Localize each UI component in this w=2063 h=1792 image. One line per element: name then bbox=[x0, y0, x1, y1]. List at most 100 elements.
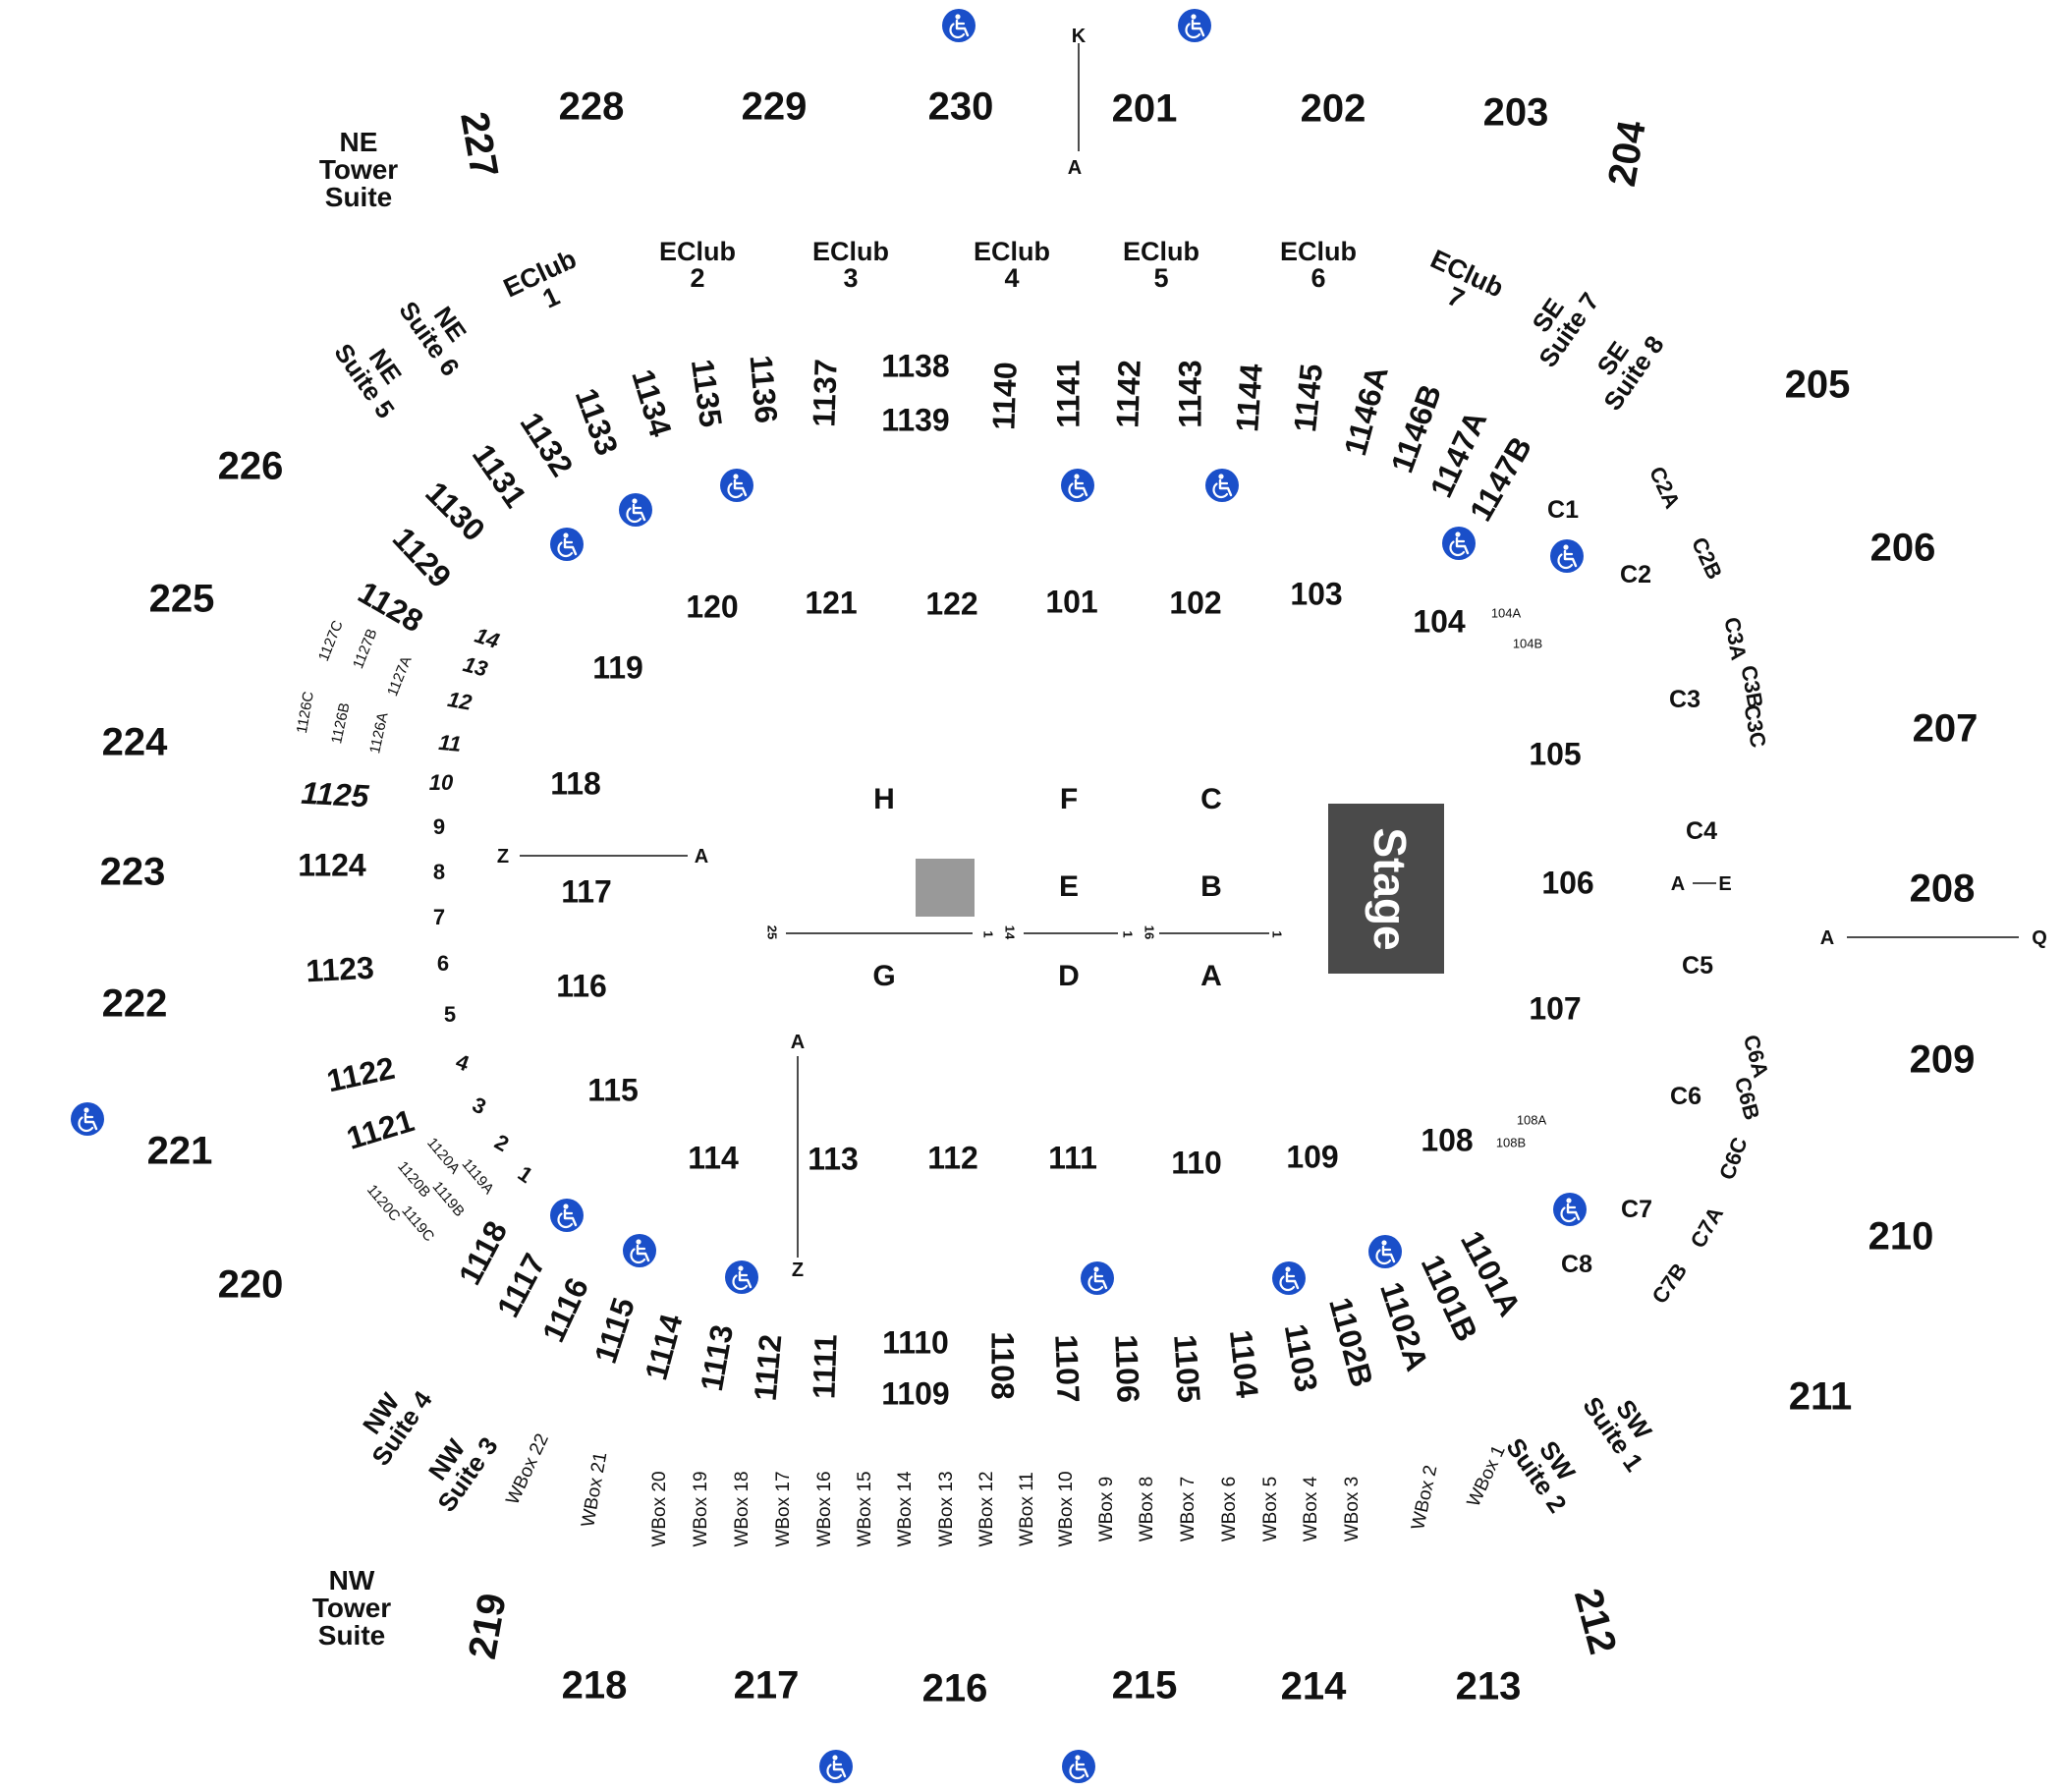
section-label[interactable]: 222 bbox=[102, 981, 168, 1025]
floor-section-label[interactable]: G bbox=[872, 960, 895, 992]
section-label[interactable]: C3 bbox=[1669, 686, 1701, 713]
loge-section-label[interactable]: 1109 bbox=[881, 1376, 949, 1412]
section-label[interactable]: 225 bbox=[149, 577, 215, 620]
wbox-label[interactable]: WBox 9 bbox=[1096, 1477, 1117, 1542]
section-label[interactable]: C4 bbox=[1686, 817, 1717, 845]
section-label[interactable]: 116 bbox=[556, 969, 607, 1004]
section-label[interactable]: 111 bbox=[1048, 1141, 1097, 1176]
section-label[interactable]: 207 bbox=[1913, 706, 1979, 750]
section-label[interactable]: 202 bbox=[1301, 86, 1366, 130]
loge-section-label[interactable]: 1127A bbox=[384, 654, 416, 700]
floor-section-label[interactable]: B bbox=[1200, 870, 1222, 903]
section-label[interactable]: 108A bbox=[1517, 1113, 1547, 1128]
section-label[interactable]: 208 bbox=[1910, 867, 1976, 910]
section-label[interactable]: 113 bbox=[808, 1142, 859, 1177]
wbox-label[interactable]: WBox 3 bbox=[1342, 1477, 1363, 1542]
loge-section-label[interactable]: 1127B bbox=[350, 627, 381, 672]
wbox-label[interactable]: WBox 13 bbox=[936, 1471, 957, 1546]
loge-section-label[interactable]: 1120A bbox=[423, 1135, 463, 1177]
section-label[interactable]: 229 bbox=[742, 84, 808, 128]
wbox-label[interactable]: WBox 4 bbox=[1301, 1476, 1321, 1541]
section-label[interactable]: C2 bbox=[1620, 561, 1651, 588]
floor-section-label[interactable]: C bbox=[1200, 783, 1222, 815]
section-label[interactable]: C2A bbox=[1645, 463, 1685, 513]
wbox-label[interactable]: WBox 21 bbox=[578, 1450, 611, 1529]
section-label[interactable]: C3A bbox=[1719, 615, 1751, 662]
wbox-label[interactable]: WBox 19 bbox=[691, 1471, 711, 1546]
loge-section-label[interactable]: 1102B bbox=[1322, 1294, 1380, 1391]
section-label[interactable]: 104B bbox=[1513, 637, 1542, 651]
section-label[interactable]: 205 bbox=[1785, 363, 1851, 406]
loge-section-label[interactable]: 1107 bbox=[1048, 1334, 1086, 1404]
loge-section-label[interactable]: 1116 bbox=[535, 1272, 595, 1348]
loge-section-label[interactable]: 1125 bbox=[301, 775, 371, 814]
loge-section-label[interactable]: 1106 bbox=[1108, 1334, 1145, 1404]
loge-section-label[interactable]: 1113 bbox=[694, 1322, 740, 1394]
loge-section-label[interactable]: 1108 bbox=[984, 1331, 1020, 1399]
section-label[interactable]: C2B bbox=[1687, 533, 1727, 583]
loge-section-label[interactable]: 1105 bbox=[1167, 1333, 1207, 1404]
section-label[interactable]: 228 bbox=[559, 84, 625, 128]
section-label[interactable]: 108B bbox=[1496, 1136, 1526, 1150]
floor-section-label[interactable]: F bbox=[1060, 783, 1078, 815]
section-label[interactable]: 211 bbox=[1789, 1374, 1853, 1418]
loge-section-label[interactable]: 1102A bbox=[1373, 1278, 1435, 1375]
section-label[interactable]: 106 bbox=[1541, 866, 1593, 901]
wbox-label[interactable]: WBox 14 bbox=[895, 1471, 916, 1547]
loge-section-label[interactable]: 1141 bbox=[1051, 360, 1087, 427]
loge-section-label[interactable]: 1114 bbox=[638, 1311, 689, 1384]
loge-section-label[interactable]: 1137 bbox=[806, 359, 843, 428]
section-label[interactable]: 213 bbox=[1456, 1664, 1522, 1708]
wbox-label[interactable]: WBox 10 bbox=[1056, 1471, 1077, 1546]
section-label[interactable]: 227 bbox=[452, 109, 506, 181]
floor-section-label[interactable]: E bbox=[1059, 870, 1079, 903]
section-label[interactable]: C1 bbox=[1547, 496, 1579, 524]
section-label[interactable]: C5 bbox=[1682, 952, 1713, 980]
loge-section-label[interactable]: 1112 bbox=[748, 1333, 789, 1403]
loge-section-label[interactable]: 1111 bbox=[806, 1333, 843, 1399]
section-label[interactable]: 101 bbox=[1045, 585, 1097, 620]
eclub-label[interactable]: EClub7 bbox=[1415, 244, 1508, 327]
wbox-label[interactable]: WBox 22 bbox=[502, 1430, 553, 1508]
loge-section-label[interactable]: 1126C bbox=[294, 690, 317, 735]
loge-section-label[interactable]: 1122 bbox=[323, 1050, 397, 1099]
section-label[interactable]: 215 bbox=[1112, 1663, 1178, 1707]
floor-section-label[interactable]: D bbox=[1058, 960, 1080, 992]
suite-label[interactable]: SWSuite 1 bbox=[1577, 1376, 1670, 1477]
section-label[interactable]: 214 bbox=[1281, 1664, 1347, 1708]
wbox-label[interactable]: WBox 18 bbox=[732, 1471, 753, 1546]
wbox-label[interactable]: WBox 7 bbox=[1178, 1477, 1199, 1542]
section-label[interactable]: 119 bbox=[592, 650, 643, 686]
section-label[interactable]: 223 bbox=[100, 850, 166, 893]
section-label[interactable]: 212 bbox=[1566, 1584, 1625, 1658]
loge-section-label[interactable]: 1138 bbox=[881, 349, 949, 384]
floor-section-label[interactable]: H bbox=[873, 783, 895, 815]
section-label[interactable]: 219 bbox=[461, 1591, 515, 1662]
loge-section-label[interactable]: 1136 bbox=[744, 354, 785, 424]
loge-section-label[interactable]: 1124 bbox=[298, 848, 366, 883]
wbox-label[interactable]: WBox 5 bbox=[1260, 1477, 1281, 1542]
loge-section-label[interactable]: 1129 bbox=[386, 521, 459, 594]
loge-section-label[interactable]: 1140 bbox=[985, 362, 1023, 431]
loge-section-label[interactable]: 1120B bbox=[394, 1158, 433, 1201]
loge-section-label[interactable]: 1139 bbox=[881, 403, 949, 438]
section-label[interactable]: 203 bbox=[1483, 90, 1549, 134]
section-label[interactable]: 226 bbox=[218, 444, 284, 487]
loge-section-label[interactable]: 1130 bbox=[418, 475, 492, 548]
wbox-label[interactable]: WBox 1 bbox=[1464, 1442, 1510, 1510]
suite-label[interactable]: NWSuite 3 bbox=[411, 1417, 504, 1517]
section-label[interactable]: 104 bbox=[1413, 604, 1466, 640]
loge-section-label[interactable]: 1144 bbox=[1229, 363, 1269, 433]
wbox-label[interactable]: WBox 20 bbox=[649, 1471, 670, 1546]
section-label[interactable]: C6 bbox=[1670, 1083, 1701, 1110]
wbox-label[interactable]: WBox 8 bbox=[1137, 1477, 1157, 1542]
floor-section-label[interactable]: A bbox=[1200, 960, 1222, 992]
wbox-label[interactable]: WBox 15 bbox=[855, 1471, 875, 1546]
section-label[interactable]: 224 bbox=[102, 720, 168, 763]
section-label[interactable]: 105 bbox=[1529, 737, 1581, 772]
section-label[interactable]: 121 bbox=[805, 586, 857, 621]
